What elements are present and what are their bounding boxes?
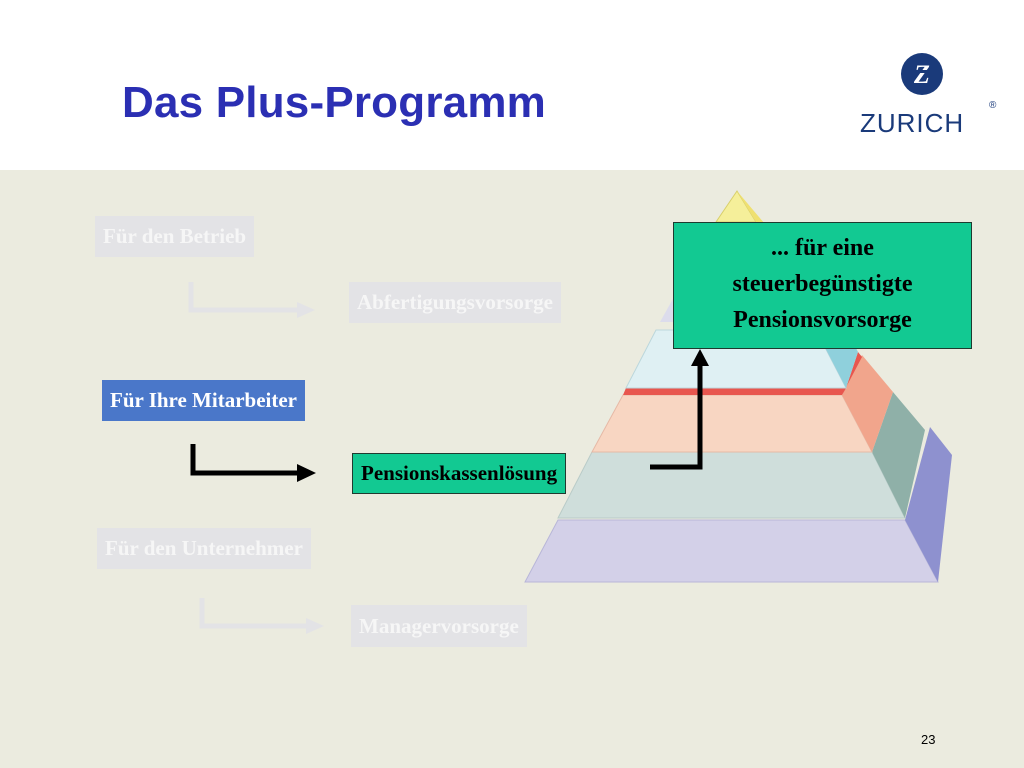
pyramid-layer-base-side [905, 427, 952, 582]
slide-header: Das Plus-Programm Z ZURICH ® [0, 0, 1024, 170]
connector-arrow-mitarbeiter [190, 444, 316, 482]
pyramid-layer-5-side [872, 392, 925, 518]
pyramid-layer-top-side [737, 191, 770, 230]
page-number: 23 [921, 732, 936, 747]
item-label-unternehmer[interactable]: Für den Unternehmer [97, 528, 311, 569]
callout-line-3: Pensionsvorsorge [733, 307, 912, 333]
pyramid-layer-4-rim [623, 388, 846, 395]
item-label-betrieb[interactable]: Für den Betrieb [95, 216, 255, 257]
item-target-managervorsorge[interactable]: Managervorsorge [351, 605, 527, 647]
item-target-pensionskassenloesung[interactable]: Pensionskassenlösung [352, 453, 567, 494]
item-label-mitarbeiter[interactable]: Für Ihre Mitarbeiter [102, 380, 306, 421]
zurich-logo: Z ZURICH ® [855, 50, 1005, 140]
slide-title: Das Plus-Programm [122, 78, 546, 127]
zurich-z-icon: Z [901, 53, 943, 95]
pyramid-layer-5 [557, 451, 906, 519]
callout-line-1: ... für eine [771, 235, 874, 261]
svg-text:Z: Z [913, 60, 930, 89]
pyramid-layer-base [524, 519, 939, 583]
registered-mark: ® [989, 100, 997, 111]
connector-arrow-callout [650, 349, 709, 470]
callout-box: ... für eine steuerbegünstigte Pensionsv… [673, 222, 972, 349]
pyramid-layer-4-rim-side [842, 352, 862, 395]
logo-wordmark: ZURICH [860, 108, 965, 138]
callout-line-2: steuerbegünstigte [732, 271, 913, 297]
item-target-abfertigungsvorsorge[interactable]: Abfertigungsvorsorge [349, 282, 561, 323]
pyramid-layer-4 [591, 394, 873, 453]
pyramid-layer-4-side [842, 355, 893, 452]
connector-arrow-unternehmer [199, 598, 324, 634]
connector-arrow-betrieb [188, 282, 315, 318]
